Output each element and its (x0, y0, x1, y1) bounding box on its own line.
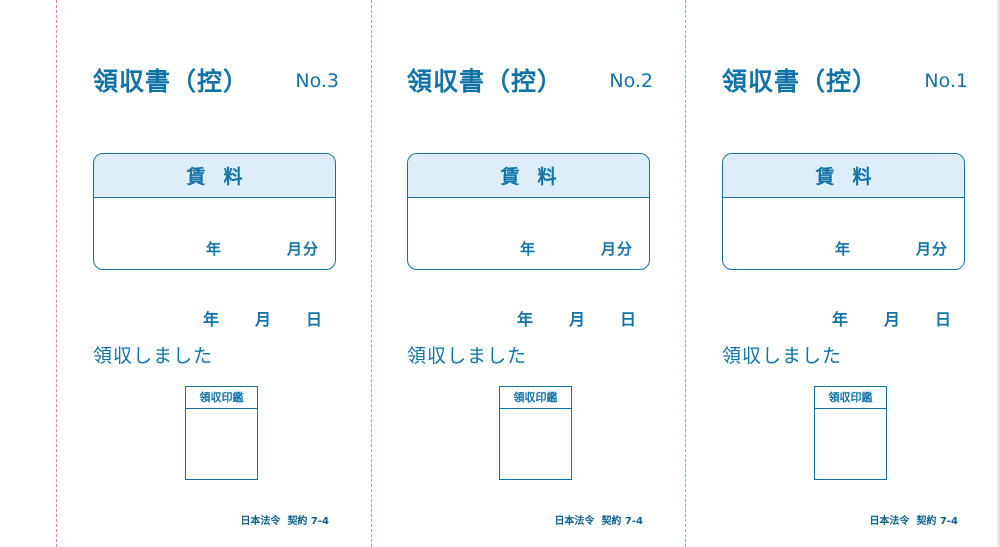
received-text: 領収しました (93, 345, 214, 367)
received-text: 領収しました (722, 345, 843, 367)
form-code: 契約 7-4 (916, 516, 958, 527)
date-day-label: 日 (935, 310, 952, 329)
receipt-stamp-box: 領収印鑑 (499, 386, 572, 480)
charge-year-label: 年 (520, 240, 536, 258)
perforation-line (685, 0, 686, 547)
rent-charge-label: 賃料 (500, 166, 575, 188)
date-month-label: 月 (884, 310, 901, 329)
form-code: 契約 7-4 (287, 516, 329, 527)
date-day-label: 日 (620, 310, 637, 329)
rent-charge-header: 賃料 (408, 154, 649, 198)
date-month-label: 月 (569, 310, 586, 329)
form-code: 契約 7-4 (601, 516, 643, 527)
received-text: 領収しました (407, 345, 528, 367)
rent-charge-header: 賃料 (723, 154, 964, 198)
receipt-title: 領収書（控） (722, 67, 879, 96)
date-year-label: 年 (832, 310, 849, 329)
perforation-line (56, 0, 57, 547)
date-month-label: 月 (255, 310, 272, 329)
rent-charge-box: 賃料 年 月分 (93, 153, 336, 270)
rent-charge-header: 賃料 (94, 154, 335, 198)
receipt-stub-3: 領収書（控） No.3 賃料 年 月分 年 月 日 領収しました 領収印鑑 日本… (57, 0, 357, 547)
publisher-footer: 日本法令契約 7-4 (554, 512, 643, 527)
receipt-number: No.3 (295, 70, 339, 92)
rent-charge-box: 賃料 年 月分 (407, 153, 650, 270)
stamp-label: 領収印鑑 (500, 387, 571, 409)
receipt-stamp-box: 領収印鑑 (185, 386, 258, 480)
charge-year-label: 年 (835, 240, 851, 258)
rent-charge-label: 賃料 (815, 166, 890, 188)
publisher-name: 日本法令 (554, 516, 595, 527)
receipt-title: 領収書（控） (93, 67, 250, 96)
receipt-stub-1: 領収書（控） No.1 賃料 年 月分 年 月 日 領収しました 領収印鑑 日本… (686, 0, 986, 547)
date-year-label: 年 (517, 310, 534, 329)
publisher-name: 日本法令 (240, 516, 281, 527)
receipt-number: No.2 (609, 70, 653, 92)
publisher-name: 日本法令 (869, 516, 910, 527)
rent-charge-label: 賃料 (186, 166, 261, 188)
charge-month-label: 月分 (286, 240, 319, 258)
stamp-label: 領収印鑑 (815, 387, 886, 409)
stamp-label: 領収印鑑 (186, 387, 257, 409)
date-day-label: 日 (306, 310, 323, 329)
perforation-line (371, 0, 372, 547)
date-year-label: 年 (203, 310, 220, 329)
sheet-edge (996, 0, 1000, 547)
rent-charge-box: 賃料 年 月分 (722, 153, 965, 270)
receipt-stamp-box: 領収印鑑 (814, 386, 887, 480)
charge-month-label: 月分 (915, 240, 948, 258)
receipt-title: 領収書（控） (407, 67, 564, 96)
publisher-footer: 日本法令契約 7-4 (240, 512, 329, 527)
publisher-footer: 日本法令契約 7-4 (869, 512, 958, 527)
receipt-stub-2: 領収書（控） No.2 賃料 年 月分 年 月 日 領収しました 領収印鑑 日本… (371, 0, 671, 547)
receipt-number: No.1 (924, 70, 968, 92)
charge-month-label: 月分 (600, 240, 633, 258)
charge-year-label: 年 (206, 240, 222, 258)
